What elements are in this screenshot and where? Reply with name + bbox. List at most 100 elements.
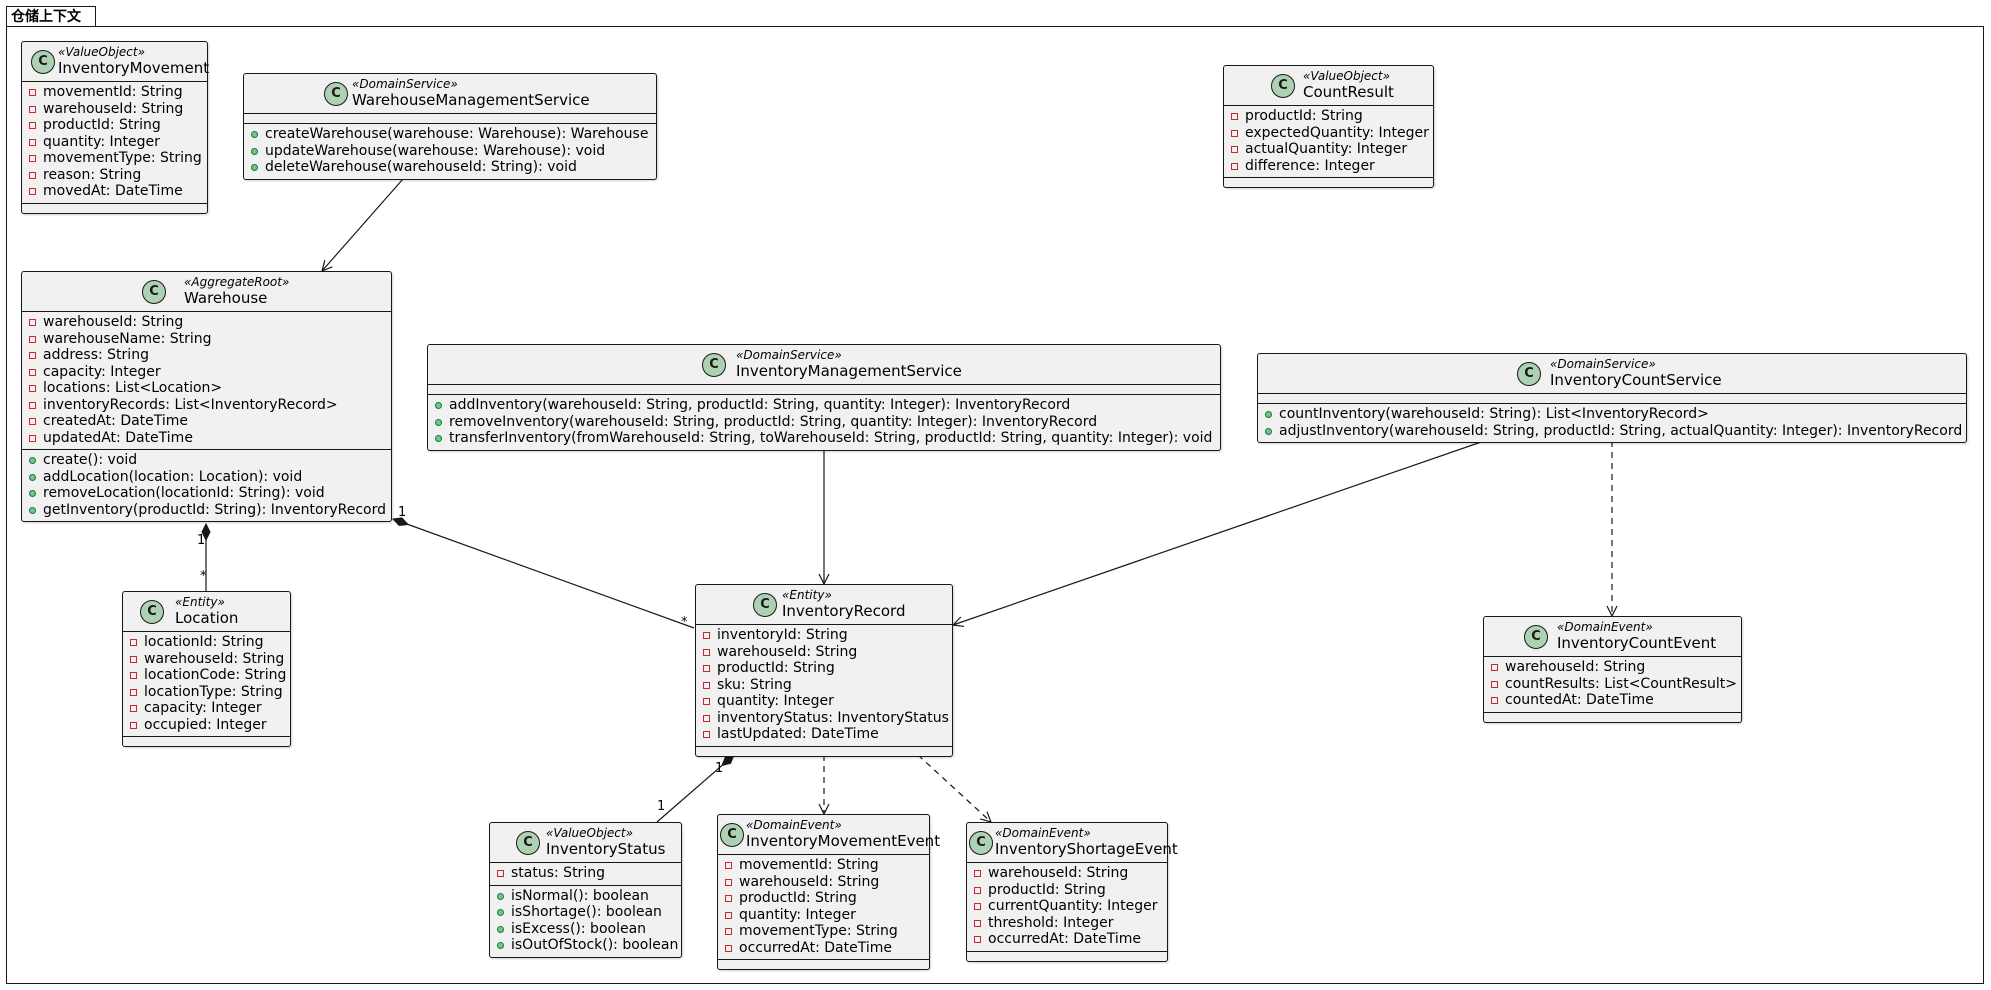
attribute-row: movedAt: DateTime: [22, 183, 207, 200]
attribute-text: countResults: List<CountResult>: [1505, 675, 1737, 692]
attribute-row: currentQuantity: Integer: [967, 898, 1167, 915]
attribute-text: sku: String: [717, 676, 792, 693]
method-row: isNormal(): boolean: [490, 888, 681, 905]
private-visibility-icon: [974, 870, 981, 877]
class-stereotype: «ValueObject»: [58, 45, 146, 59]
attribute-row: warehouseId: String: [696, 644, 952, 661]
attribute-text: currentQuantity: Integer: [988, 898, 1158, 914]
public-visibility-icon: [1265, 411, 1272, 418]
attribute-row: quantity: Integer: [718, 907, 929, 924]
class-c-icon: C: [140, 600, 164, 624]
class-stereotype: «Entity»: [782, 588, 832, 602]
attribute-row: inventoryRecords: List<InventoryRecord>: [22, 397, 391, 414]
class-header: C«DomainService»WarehouseManagementServi…: [244, 74, 656, 114]
attribute-text: inventoryId: String: [717, 627, 848, 643]
attribute-text: locationType: String: [144, 683, 283, 700]
class-stereotype: «DomainEvent»: [995, 826, 1091, 840]
private-visibility-icon: [974, 886, 981, 894]
attribute-text: warehouseId: String: [43, 314, 184, 330]
private-visibility-icon: [703, 648, 710, 656]
attribute-text: reason: String: [43, 166, 142, 183]
attribute-row: updatedAt: DateTime: [22, 430, 391, 447]
attribute-row: locationType: String: [123, 684, 290, 701]
attribute-text: createdAt: DateTime: [43, 413, 189, 429]
attribute-row: difference: Integer: [1224, 158, 1433, 175]
class-c-icon: C: [1271, 74, 1295, 98]
public-visibility-icon: [435, 402, 442, 409]
attribute-row: occupied: Integer: [123, 717, 290, 734]
private-visibility-icon: [703, 665, 710, 672]
method-text: adjustInventory(warehouseId: String, pro…: [1279, 422, 1963, 439]
private-visibility-icon: [29, 122, 36, 129]
class-header: C«DomainService»InventoryCountService: [1258, 354, 1966, 394]
attribute-row: reason: String: [22, 167, 207, 184]
methods-section: [123, 737, 290, 746]
class-name: InventoryCountService: [1550, 371, 1722, 389]
class-c-icon: C: [753, 593, 777, 617]
class-stereotype: «DomainService»: [352, 77, 458, 91]
private-visibility-icon: [725, 895, 732, 902]
private-visibility-icon: [725, 944, 732, 952]
private-visibility-icon: [725, 911, 732, 919]
class-name: InventoryManagementService: [736, 362, 962, 380]
private-visibility-icon: [130, 639, 137, 646]
attributes-section: status: String: [490, 863, 681, 886]
attribute-text: inventoryRecords: List<InventoryRecord>: [43, 396, 338, 413]
class-stereotype: «DomainEvent»: [746, 818, 842, 832]
multiplicity-label: *: [681, 615, 688, 630]
private-visibility-icon: [974, 919, 981, 927]
attribute-row: inventoryId: String: [696, 627, 952, 644]
class-header: C«ValueObject»InventoryMovement: [22, 42, 209, 82]
attribute-text: productId: String: [717, 660, 835, 676]
class-c-icon: C: [969, 831, 993, 855]
attribute-text: warehouseId: String: [43, 100, 184, 117]
method-row: addInventory(warehouseId: String, produc…: [428, 397, 1220, 414]
attribute-text: quantity: Integer: [717, 693, 834, 709]
attribute-row: movementId: String: [22, 84, 207, 101]
class-name: Location: [175, 609, 239, 627]
private-visibility-icon: [29, 188, 36, 195]
method-text: transferInventory(fromWarehouseId: Strin…: [449, 430, 1213, 446]
class-stereotype: «AggregateRoot»: [184, 275, 290, 289]
attribute-text: locationId: String: [144, 634, 264, 650]
private-visibility-icon: [29, 155, 36, 162]
attribute-text: productId: String: [988, 881, 1106, 898]
attribute-row: locationCode: String: [123, 667, 290, 684]
private-visibility-icon: [1491, 664, 1498, 671]
attributes-section: [1258, 394, 1966, 404]
attribute-text: inventoryStatus: InventoryStatus: [717, 709, 949, 726]
private-visibility-icon: [29, 89, 36, 96]
class-c-icon: C: [720, 823, 744, 847]
class-header: C«Entity»InventoryRecord: [696, 585, 952, 625]
public-visibility-icon: [251, 164, 258, 171]
attribute-row: productId: String: [22, 117, 207, 134]
attribute-text: capacity: Integer: [43, 363, 161, 380]
attribute-row: status: String: [490, 865, 681, 882]
attribute-row: warehouseName: String: [22, 331, 391, 348]
private-visibility-icon: [703, 714, 710, 722]
private-visibility-icon: [130, 721, 137, 729]
public-visibility-icon: [29, 457, 36, 464]
method-text: getInventory(productId: String): Invento…: [43, 501, 386, 518]
attribute-text: warehouseName: String: [43, 330, 212, 347]
attribute-row: capacity: Integer: [22, 364, 391, 381]
attribute-row: quantity: Integer: [696, 693, 952, 710]
method-text: isOutOfStock(): boolean: [511, 937, 679, 953]
attribute-text: lastUpdated: DateTime: [717, 726, 879, 742]
class-name: InventoryStatus: [546, 840, 666, 858]
public-visibility-icon: [29, 506, 36, 514]
method-text: isNormal(): boolean: [511, 887, 649, 904]
attribute-text: occurredAt: DateTime: [988, 931, 1142, 947]
private-visibility-icon: [1231, 129, 1238, 137]
package-tab: 仓储上下文: [6, 6, 96, 27]
private-visibility-icon: [29, 171, 36, 179]
